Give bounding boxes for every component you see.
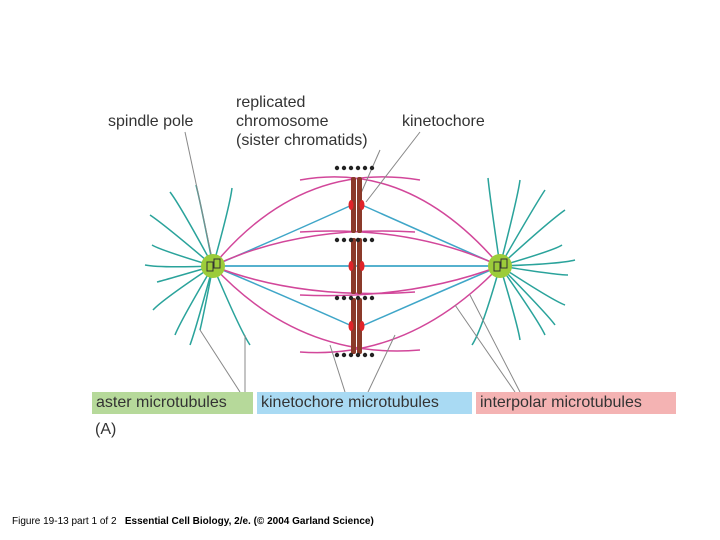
figure-number: Figure 19-13 part 1 of 2 xyxy=(12,516,117,527)
centriole xyxy=(206,261,214,272)
chromatid-marker xyxy=(334,295,340,301)
leader-line xyxy=(199,329,241,393)
replicated-chromosome xyxy=(348,298,365,354)
chromatid-marker xyxy=(362,352,368,358)
chromatid-marker xyxy=(369,165,375,171)
chromatid-marker xyxy=(341,165,347,171)
kinetochore xyxy=(359,261,365,271)
centriole xyxy=(213,258,221,269)
figure-caption: Figure 19-13 part 1 of 2 Essential Cell … xyxy=(12,516,374,527)
replicated-chromosome-label-line1: replicated xyxy=(236,94,306,111)
kinetochore xyxy=(348,261,354,271)
aster-microtubule xyxy=(499,265,556,326)
interpolar-microtubule xyxy=(299,265,501,297)
kinetochore-label: kinetochore xyxy=(402,113,485,130)
figure-source: Essential Cell Biology, 2/e. (© 2004 Gar… xyxy=(124,516,374,527)
chromatid-marker xyxy=(362,295,368,301)
chromatid-marker xyxy=(369,295,375,301)
kinetochore-microtubule xyxy=(212,265,353,327)
leader-line xyxy=(367,334,396,393)
chromatid-marker xyxy=(334,237,340,243)
chromatid-marker xyxy=(341,352,347,358)
interpolar-microtubule xyxy=(212,176,421,267)
replicated-chromosome xyxy=(348,177,365,233)
spindle-pole xyxy=(201,254,225,278)
chromatid-marker xyxy=(334,352,340,358)
aster-microtubule xyxy=(499,179,521,267)
aster-microtubule xyxy=(169,191,214,267)
chromatid-marker xyxy=(348,352,354,358)
chromatid-marker xyxy=(369,352,375,358)
replicated-chromosome-label-line2: chromosome xyxy=(236,113,329,130)
interpolar-microtubule xyxy=(212,265,416,295)
chromatid-marker xyxy=(362,237,368,243)
chromatid-marker xyxy=(348,295,354,301)
spindle-pole xyxy=(488,254,512,278)
chromatid-marker xyxy=(334,165,340,171)
interpolar-microtubule xyxy=(212,265,421,352)
kinetochore-microtubules-key: kinetochore microtubules xyxy=(257,392,472,414)
leader-line xyxy=(329,344,346,393)
kinetochore xyxy=(348,200,354,210)
chromatid-marker xyxy=(362,165,368,171)
centriole xyxy=(493,261,501,272)
interpolar-microtubules xyxy=(212,176,501,354)
aster-microtubule xyxy=(487,177,501,267)
spindle-pole-label: spindle pole xyxy=(108,113,194,130)
leader-line xyxy=(469,294,521,393)
spindle-poles xyxy=(201,254,512,278)
chromatid-marker xyxy=(355,165,361,171)
kinetochore xyxy=(348,321,354,331)
interpolar-microtubule xyxy=(299,176,501,267)
leader-line xyxy=(184,131,213,259)
chromatid-marker xyxy=(341,295,347,301)
kinetochore-microtubule xyxy=(361,265,501,327)
label-leader-lines xyxy=(184,131,521,393)
chromatid-marker xyxy=(369,237,375,243)
centriole xyxy=(500,258,508,269)
replicated-chromosome-label-line3: (sister chromatids) xyxy=(236,132,368,149)
leader-line xyxy=(454,304,516,393)
aster-microtubules-key: aster microtubules xyxy=(92,392,253,414)
chromatid-marker xyxy=(341,237,347,243)
aster-microtubule xyxy=(499,265,546,336)
chromatid-marker xyxy=(355,352,361,358)
chromosomes xyxy=(334,165,375,358)
replicated-chromosome xyxy=(348,238,365,294)
chromatid-marker xyxy=(355,237,361,243)
chromatid-marker xyxy=(348,165,354,171)
interpolar-microtubules-key: interpolar microtubules xyxy=(476,392,676,414)
chromatid-marker xyxy=(348,237,354,243)
aster-microtubule xyxy=(212,265,251,346)
interpolar-microtubule xyxy=(299,230,501,267)
aster-microtubule xyxy=(149,214,214,267)
panel-label: (A) xyxy=(95,421,117,438)
aster-microtubule xyxy=(499,189,546,267)
interpolar-microtubule xyxy=(299,265,501,354)
aster-microtubule xyxy=(189,265,214,346)
aster-microtubule xyxy=(499,209,566,267)
leader-line xyxy=(365,131,421,203)
kinetochore xyxy=(359,200,365,210)
aster-microtubule xyxy=(471,265,501,346)
chromatid-marker xyxy=(355,295,361,301)
interpolar-microtubule xyxy=(212,230,416,267)
kinetochore xyxy=(359,321,365,331)
